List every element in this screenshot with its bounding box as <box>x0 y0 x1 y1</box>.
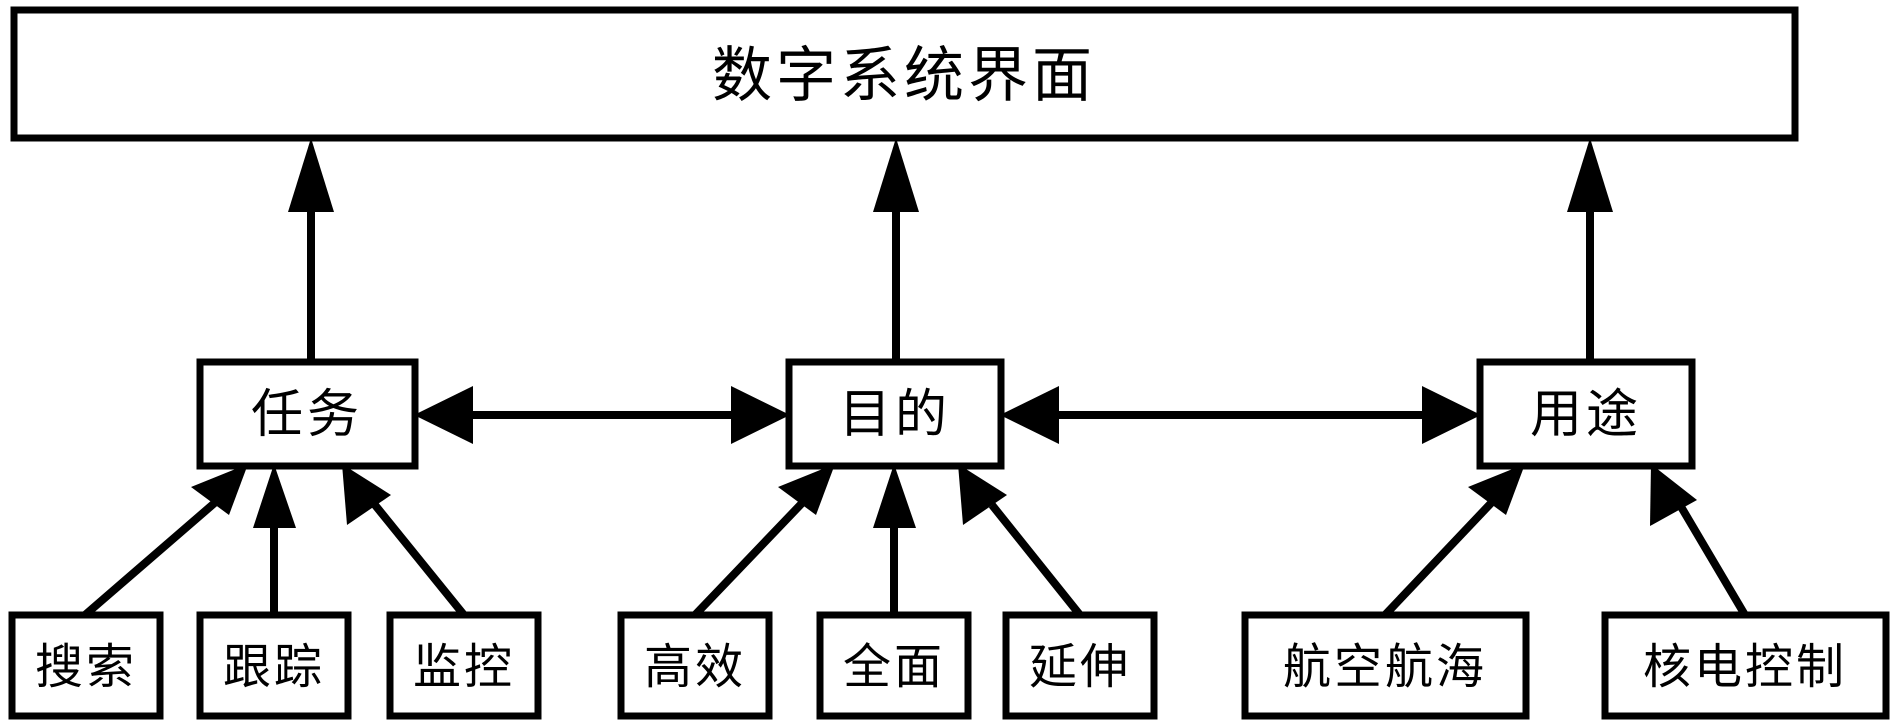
arrow-head-up <box>1650 464 1697 526</box>
search-box[interactable] <box>8 611 164 720</box>
arrow-shaft <box>82 496 221 619</box>
comprehensive-box[interactable] <box>816 611 972 720</box>
node-monitor[interactable]: 监控 <box>386 611 542 720</box>
arrow-head-up <box>1567 138 1613 212</box>
extension-label: 延伸 <box>1029 639 1131 695</box>
system-interface-box[interactable] <box>10 6 1799 142</box>
node-usage[interactable]: 用途 <box>1476 358 1696 470</box>
nuclear-control-box[interactable] <box>1601 611 1890 720</box>
arrow-monitor-to-task <box>342 464 468 618</box>
node-extension[interactable]: 延伸 <box>1002 611 1158 720</box>
search-label: 搜索 <box>35 639 137 695</box>
task-box[interactable] <box>196 358 419 470</box>
node-nuclear-control[interactable]: 核电控制 <box>1601 611 1890 720</box>
arrow-head-right <box>1422 386 1481 444</box>
system-interface-label: 数字系统界面 <box>712 41 1096 111</box>
monitor-label: 监控 <box>413 639 515 695</box>
track-label: 跟踪 <box>223 639 325 695</box>
node-aviation-maritime[interactable]: 航空航海 <box>1241 611 1530 720</box>
node-system-interface[interactable]: 数字系统界面 <box>10 6 1799 142</box>
node-efficient[interactable]: 高效 <box>617 611 773 720</box>
node-task[interactable]: 任务 <box>196 358 419 470</box>
arrow-head-right <box>731 386 790 444</box>
arrow-head-up <box>191 464 248 515</box>
node-purpose[interactable]: 目的 <box>785 358 1005 470</box>
arrow-head-up <box>873 138 919 212</box>
arrow-track-to-task <box>253 464 296 615</box>
arrow-head-up <box>873 464 916 528</box>
arrow-shaft <box>1676 502 1749 618</box>
aviation-maritime-box[interactable] <box>1241 611 1530 720</box>
task-label: 任务 <box>251 385 363 445</box>
node-comprehensive[interactable]: 全面 <box>816 611 972 720</box>
arrow-usage-to-system-interface <box>1567 138 1613 362</box>
comprehensive-label: 全面 <box>843 639 945 695</box>
arrow-purpose-usage-bidirectional <box>1000 386 1481 444</box>
arrow-efficient-to-purpose <box>692 464 835 618</box>
purpose-label: 目的 <box>839 385 951 445</box>
node-search[interactable]: 搜索 <box>8 611 164 720</box>
extension-box[interactable] <box>1002 611 1158 720</box>
arrow-shaft <box>988 502 1084 618</box>
arrow-head-left <box>414 386 473 444</box>
arrow-extension-to-purpose <box>958 464 1084 618</box>
arrow-search-to-task <box>82 464 248 619</box>
arrow-head-up <box>1468 464 1525 515</box>
arrow-purpose-to-system-interface <box>873 138 919 362</box>
purpose-box[interactable] <box>785 358 1005 470</box>
aviation-maritime-label: 航空航海 <box>1283 639 1487 695</box>
node-track[interactable]: 跟踪 <box>196 611 352 720</box>
arrow-shaft <box>692 497 808 618</box>
arrow-shaft <box>1382 497 1497 618</box>
usage-label: 用途 <box>1530 385 1642 445</box>
monitor-box[interactable] <box>386 611 542 720</box>
arrow-task-purpose-bidirectional <box>414 386 790 444</box>
arrow-shaft <box>371 502 468 618</box>
arrow-head-up <box>342 464 391 525</box>
usage-box[interactable] <box>1476 358 1696 470</box>
nuclear-control-label: 核电控制 <box>1643 639 1847 695</box>
arrow-head-up <box>253 464 296 528</box>
efficient-box[interactable] <box>617 611 773 720</box>
arrow-head-up <box>288 138 334 212</box>
arrow-head-left <box>1000 386 1059 444</box>
arrow-nuclear-control-to-usage <box>1650 464 1749 618</box>
arrow-head-up <box>958 464 1007 525</box>
efficient-label: 高效 <box>644 639 746 695</box>
arrow-aviation-maritime-to-usage <box>1382 464 1525 618</box>
arrow-task-to-system-interface <box>288 138 334 362</box>
arrow-comprehensive-to-purpose <box>873 464 916 615</box>
track-box[interactable] <box>196 611 352 720</box>
arrow-head-up <box>778 464 835 515</box>
